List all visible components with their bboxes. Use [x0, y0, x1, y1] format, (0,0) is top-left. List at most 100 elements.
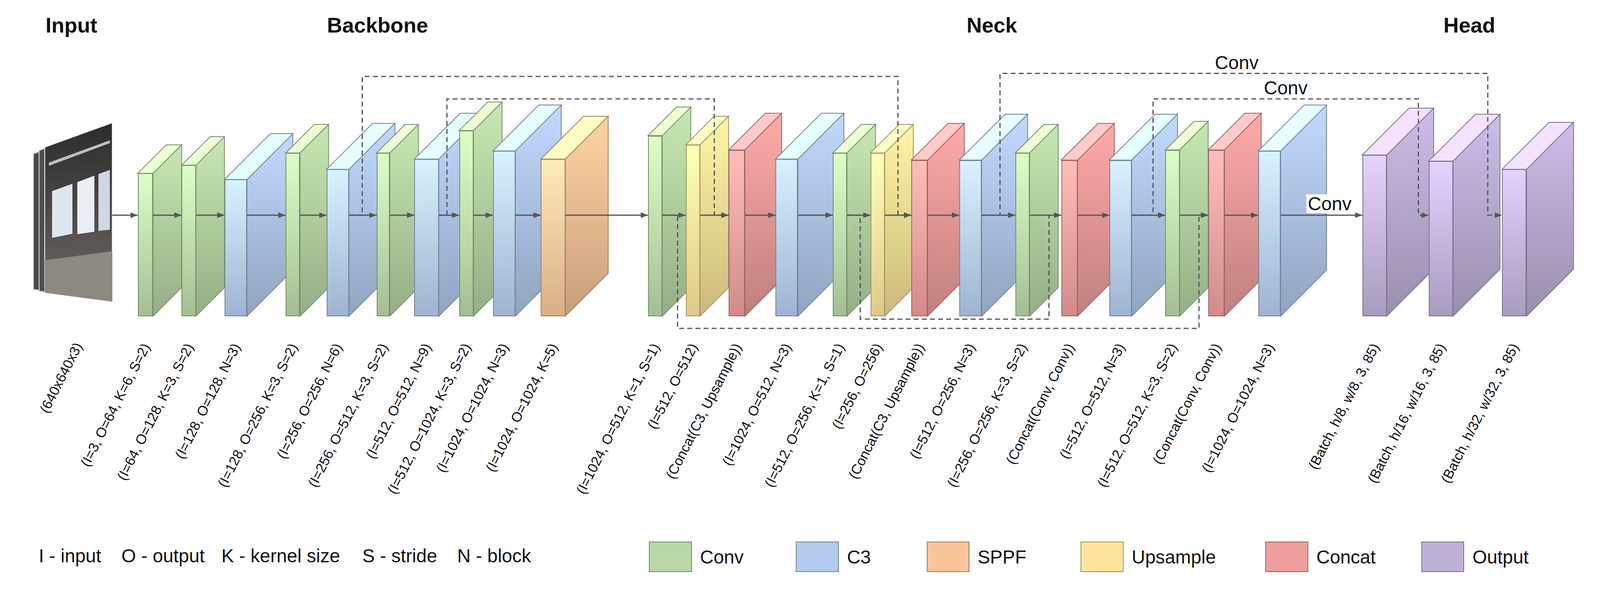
image-ceiling-light	[48, 140, 110, 166]
block-top-face	[1165, 121, 1208, 150]
block-caption: (Batch, h/32, w/32, 3, 85)	[1437, 340, 1522, 486]
block-caption: (Batch, h/16, w/16, 3, 85)	[1364, 340, 1449, 486]
block-depth	[1362, 108, 1435, 317]
block-side-face	[884, 124, 914, 317]
layer-block: (I=512, O=512, N=3)	[1109, 160, 1132, 317]
flow-arrow	[1077, 214, 1110, 217]
flow-arrow	[1224, 214, 1259, 217]
block-top-face	[1061, 123, 1115, 161]
flow-arrow	[515, 214, 542, 217]
block-top-face	[648, 106, 691, 136]
block-depth	[685, 116, 729, 317]
block-top-face	[137, 144, 182, 174]
layer-block: (Concat(Conv, Conv))	[1061, 160, 1078, 317]
block-depth	[1165, 121, 1208, 317]
block-caption: (Batch, h/8, w/8, 3, 85)	[1305, 340, 1383, 473]
block-depth	[224, 133, 293, 317]
legend-text: C3	[846, 546, 871, 568]
block-caption: (I=64, O=128, K=3, S=2)	[113, 340, 197, 484]
legend-text: SPPF	[977, 546, 1027, 568]
image-layer	[44, 122, 113, 302]
flow-arrow	[299, 214, 327, 217]
block-depth	[1501, 122, 1574, 317]
block-top-face	[1208, 113, 1262, 150]
abbreviation-key: O - output	[121, 545, 205, 567]
legend-swatch	[926, 541, 970, 573]
flow-arrow	[927, 214, 960, 217]
skip-connection	[438, 98, 729, 216]
layer-block: (I=512, O=512, K=3, S=2)	[1165, 150, 1180, 317]
layer-block: (I=512, O=1024, K=3, S=2)	[459, 130, 474, 317]
block-top-face	[1015, 124, 1059, 153]
edge-label: Conv	[1262, 78, 1310, 98]
layer-block: (I=512, O=256, N=3)	[959, 160, 982, 317]
block-top-face	[832, 124, 876, 153]
block-side-face	[700, 116, 729, 317]
legend-swatch	[648, 541, 692, 573]
block-side-face	[1029, 124, 1059, 317]
layer-block: (I=1024, O=1024, K=5)	[540, 159, 566, 317]
block-top-face	[540, 116, 609, 160]
block-top-face	[459, 102, 503, 131]
section-heading: Input	[45, 13, 98, 38]
layer-block: (I=512, O=512, N=9)	[414, 159, 439, 317]
layer-block: (Batch, h/16, w/16, 3, 85)	[1428, 161, 1454, 317]
block-top-face	[911, 123, 965, 161]
flow-arrow	[246, 214, 286, 217]
legend-swatch	[795, 541, 839, 573]
block-depth	[832, 124, 876, 317]
flow-arrow	[389, 214, 415, 217]
image-window	[98, 170, 110, 232]
block-caption: (Concat(C3, Upsample))	[844, 340, 928, 482]
block-side-face	[196, 136, 225, 317]
layer-block: (Concat(C3, Upsample))	[911, 160, 928, 317]
layer-block: (I=3, O=64, K=6, S=2)	[137, 173, 154, 317]
block-top-face	[224, 133, 293, 180]
edge-group	[112, 73, 1502, 329]
block-top-face	[181, 136, 225, 166]
legend-text: Concat	[1316, 546, 1376, 568]
block-top-face	[376, 124, 419, 153]
block-depth-layer	[137, 102, 1574, 317]
layer-block: (I=256, O=256, N=6)	[326, 169, 350, 317]
abbreviation-key: K - kernel size	[221, 545, 340, 567]
layer-block: (I=1024, O=1024, N=3)	[493, 150, 516, 317]
layer-block: (I=64, O=128, K=3, S=2)	[181, 165, 196, 317]
legend-text: Upsample	[1131, 546, 1216, 568]
block-depth	[285, 124, 329, 317]
layer-block: (Batch, h/32, w/32, 3, 85)	[1501, 169, 1527, 317]
block-depth	[181, 136, 225, 317]
layer-block: (I=1024, O=512, N=3)	[775, 159, 798, 317]
section-heading: Head	[1443, 13, 1496, 38]
block-side-face	[299, 124, 329, 317]
block-depth	[137, 144, 182, 317]
block-caption: (I=256, O=512, K=3, S=2)	[304, 340, 391, 490]
image-window	[52, 183, 73, 238]
block-depth	[376, 124, 419, 317]
layer-block: (I=1024, O=1024, N=3)	[1258, 150, 1281, 317]
block-top-face	[685, 116, 729, 145]
layer-block: (Concat(C3, Upsample))	[728, 150, 745, 317]
block-side-face	[1179, 121, 1209, 317]
layer-block: (Concat(Conv, Conv))	[1208, 150, 1225, 317]
flow-arrow	[112, 214, 138, 217]
block-top-face	[1501, 122, 1574, 170]
abbreviation-key: I - input	[38, 545, 101, 567]
flow-arrow	[152, 214, 182, 217]
layer-block: (I=512, O=512)	[685, 144, 701, 317]
section-heading: Backbone	[327, 13, 429, 38]
edge-label: Conv	[1213, 53, 1260, 73]
source-image: (640x640x3)	[44, 122, 113, 302]
edge-label: Conv	[1306, 194, 1354, 214]
skip-connection	[981, 73, 1502, 216]
abbreviation-key: S - stride	[362, 545, 437, 567]
block-depth	[540, 116, 609, 317]
section-heading: Neck	[966, 13, 1018, 38]
layer-block: (I=128, O=128, N=3)	[224, 179, 247, 317]
block-depth	[1061, 123, 1115, 317]
block-top-face	[870, 124, 914, 153]
layer-block: (Batch, h/8, w/8, 3, 85)	[1362, 154, 1387, 317]
layer-block: (I=256, O=256, K=3, S=2)	[1015, 152, 1030, 317]
layer-block: (I=512, O=256, K=1, S=1)	[832, 152, 847, 317]
layer-block: (I=128, O=256, K=3, S=2)	[285, 152, 300, 317]
